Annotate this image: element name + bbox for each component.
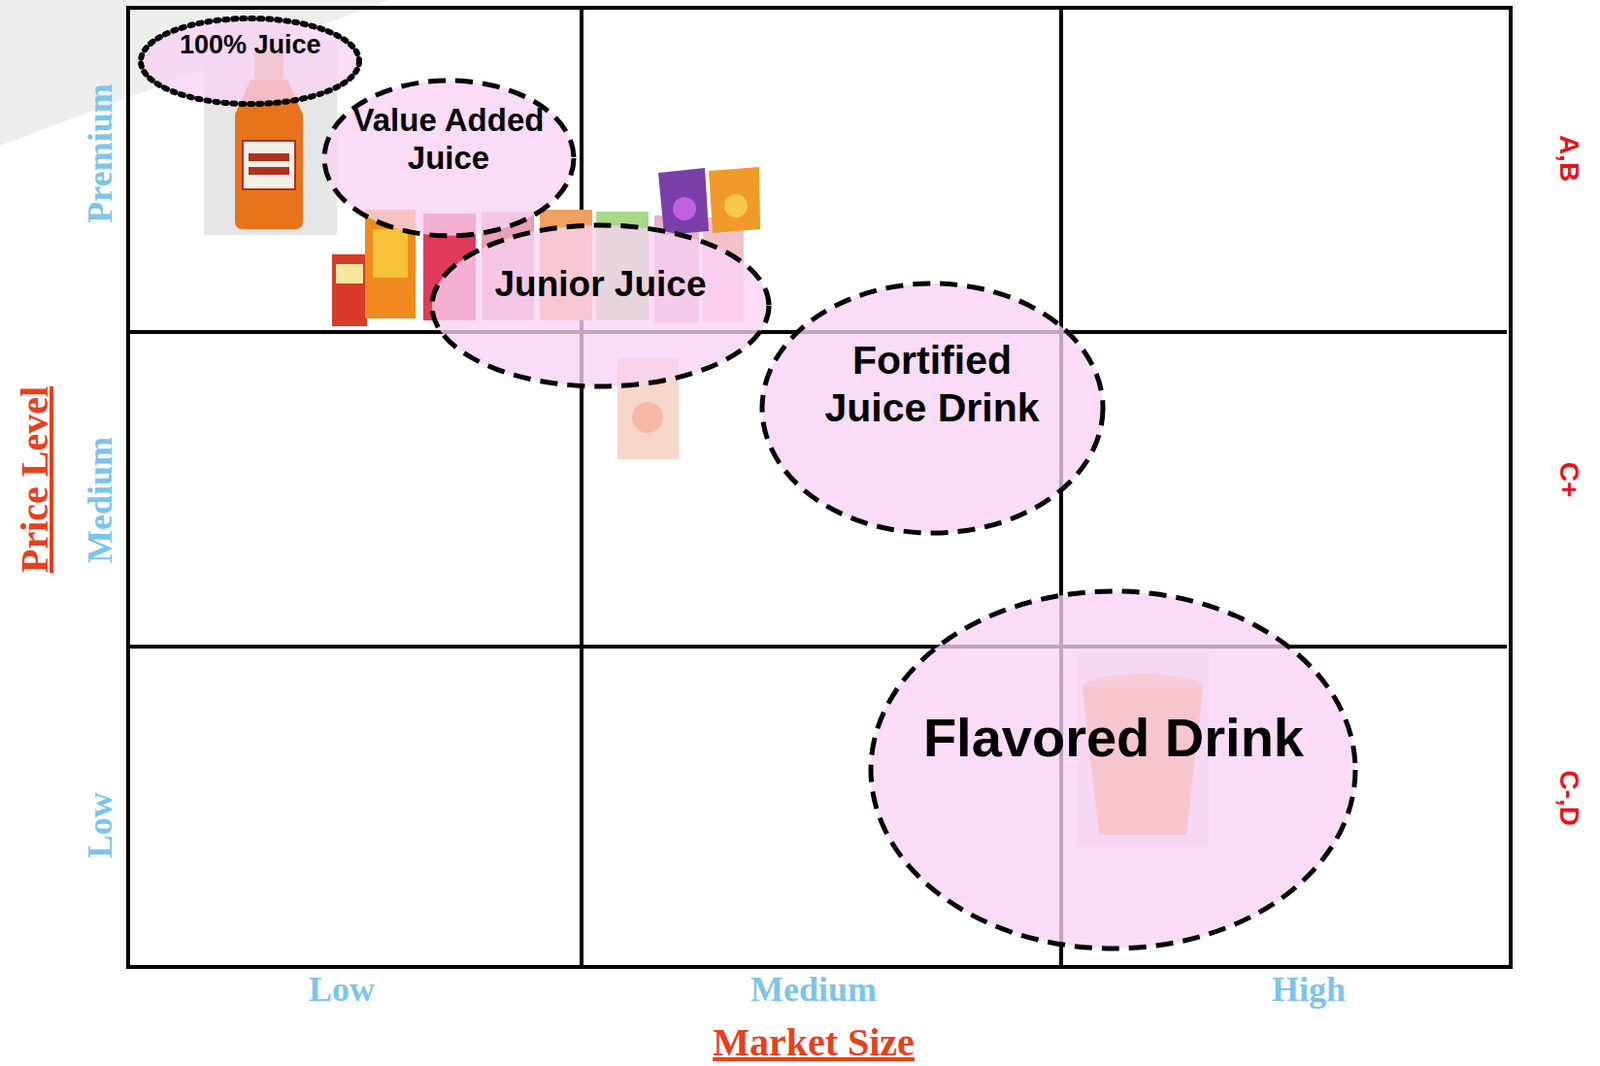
axis-title: Market Size	[712, 1023, 915, 1063]
market-segment-ellipse: 100% Juice	[137, 15, 363, 107]
segment-label: Fortified Juice Drink	[800, 336, 1064, 432]
size-tick: Medium	[750, 971, 877, 1007]
grid-border	[128, 7, 1511, 967]
size-tick: Low	[308, 971, 375, 1007]
class-label: C-,D	[1555, 769, 1583, 827]
juice-pouch-pictures	[658, 166, 761, 235]
ellipse-outline	[867, 588, 1359, 952]
segment-label: Flavored Drink	[922, 705, 1305, 770]
class-label: C+	[1555, 462, 1583, 499]
segment-label: Junior Juice	[494, 263, 707, 306]
market-segment-ellipse: Fortified Juice Drink	[759, 280, 1106, 536]
market-segment-ellipse: Flavored Drink	[867, 588, 1359, 952]
ellipse-outline	[429, 222, 772, 390]
segment-label: Value Added Juice	[336, 101, 561, 178]
segment-label: 100% Juice	[178, 30, 322, 62]
market-segment-ellipse: Value Added Juice	[321, 77, 577, 239]
axis-title: Price Level	[15, 386, 55, 573]
price-tick: Medium	[82, 436, 118, 564]
size-tick: High	[1271, 971, 1346, 1007]
grid-line	[579, 7, 584, 967]
ellipse-outline	[137, 15, 363, 107]
grid-line	[128, 644, 1507, 649]
price-tick: Low	[82, 792, 118, 859]
class-label: A,B	[1555, 134, 1583, 182]
market-segment-ellipse: Junior Juice	[429, 222, 772, 390]
price-tick: Premium	[82, 83, 118, 223]
grid-line	[128, 330, 327, 334]
